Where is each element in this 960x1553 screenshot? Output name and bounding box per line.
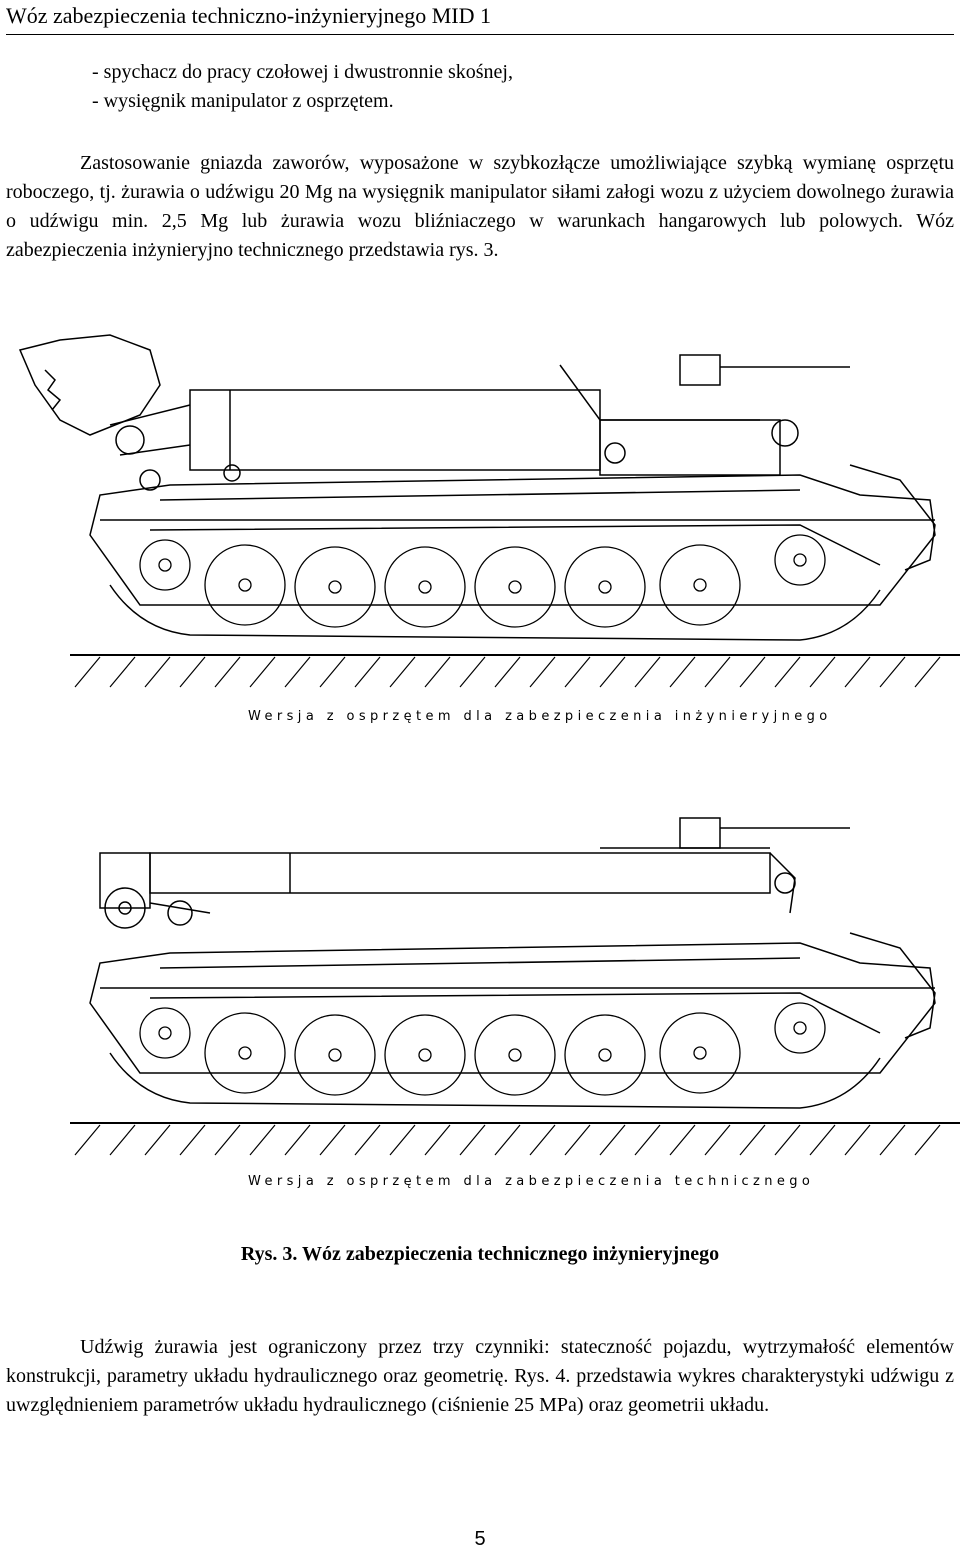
vehicle-drawing-technical: Wersja z osprzętem dla zabezpieczenia te… [70, 817, 960, 1189]
vehicle-drawing-engineering: Wersja z osprzętem dla zabezpieczenia in… [18, 334, 960, 724]
paragraph: Zastosowanie gniazda zaworów, wyposażone… [6, 152, 954, 261]
page-header: Wóz zabezpieczenia techniczno-inżynieryj… [6, 0, 954, 35]
bullet-item: - spychacz do pracy czołowej i dwustronn… [92, 61, 513, 83]
drawing-caption: Wersja z osprzętem dla zabezpieczenia te… [248, 1174, 814, 1189]
paragraph: Udźwig żurawia jest ograniczony przez tr… [6, 1336, 954, 1416]
bullet-list: - spychacz do pracy czołowej i dwustronn… [92, 58, 513, 116]
drawing-caption: Wersja z osprzętem dla zabezpieczenia in… [248, 709, 832, 724]
figure-caption: Rys. 3. Wóz zabezpieczenia technicznego … [240, 1243, 720, 1265]
page-number: 5 [474, 1528, 486, 1550]
bullet-item: - wysięgnik manipulator z osprzętem. [92, 90, 394, 112]
